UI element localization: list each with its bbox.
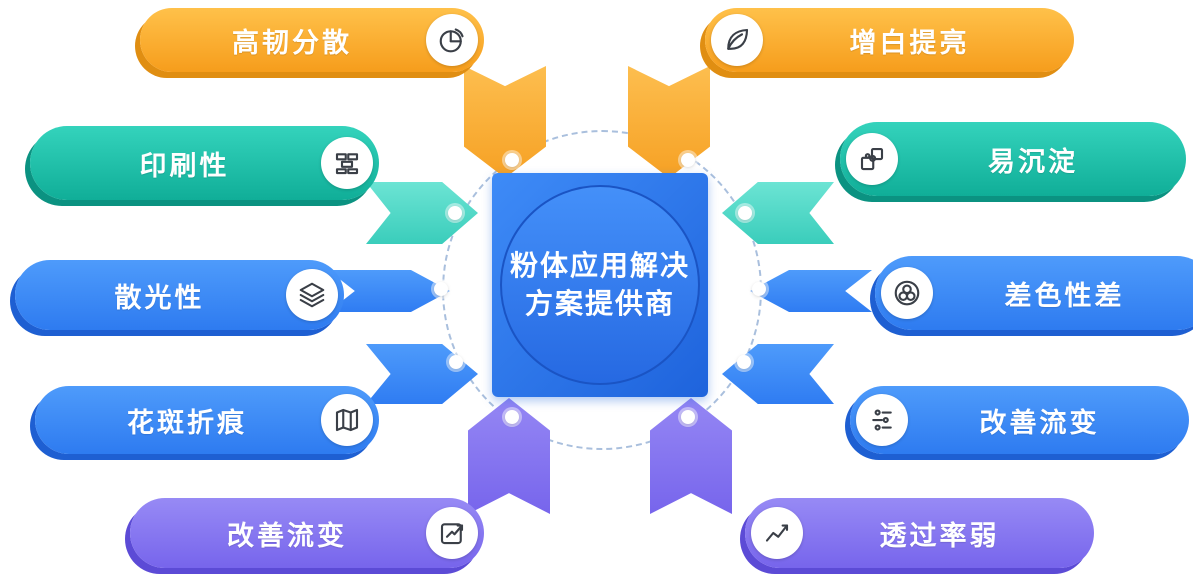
- map-icon: [321, 394, 373, 446]
- node-dot: [752, 282, 766, 296]
- pill-right-gaishan-liubian: 改善流变: [850, 386, 1189, 454]
- trend-pen-icon: [426, 507, 478, 559]
- center-title-line2: 方案提供商: [524, 288, 675, 319]
- pill-label: 增白提亮: [849, 27, 970, 58]
- connector-arrow-mid-right: [750, 270, 872, 312]
- node-dot: [737, 355, 751, 369]
- pill-label: 花斑折痕: [127, 407, 247, 438]
- pill-right-zengbai-tiliang: 增白提亮: [705, 8, 1074, 72]
- pill-label: 改善流变: [227, 520, 347, 551]
- pill-left-huaban-zhehen: 花斑折痕: [35, 386, 379, 454]
- printing-plates-icon: [321, 137, 373, 189]
- pill-label: 散光性: [114, 282, 205, 313]
- node-dot: [738, 206, 752, 220]
- pill-right-chasexingcha: 差色性差: [875, 256, 1193, 330]
- connector-arrow-mid-left: [328, 270, 450, 312]
- node-dot: [505, 410, 519, 424]
- node-dot: [505, 153, 519, 167]
- node-dot: [448, 206, 462, 220]
- pill-right-touguolv-ruo: 透过率弱: [745, 498, 1094, 568]
- pill-left-gaishan-liubian: 改善流变: [130, 498, 484, 568]
- layers-icon: [286, 269, 338, 321]
- trend-line-icon: [751, 507, 803, 559]
- pill-left-yinshuaxing: 印刷性: [30, 126, 379, 200]
- pill-label: 透过率弱: [879, 520, 1000, 551]
- pill-right-yichendian: 易沉淀: [840, 122, 1186, 196]
- node-dot: [681, 410, 695, 424]
- node-dot: [681, 153, 695, 167]
- center-badge: 粉体应用解决 方案提供商: [492, 173, 708, 397]
- pill-label: 差色性差: [1004, 280, 1125, 311]
- leaf-icon: [711, 14, 763, 66]
- pill-left-gaoren-fensan: 高韧分散: [140, 8, 484, 72]
- pill-label: 高韧分散: [232, 27, 352, 58]
- color-circles-icon: [881, 267, 933, 319]
- center-title-line1: 粉体应用解决: [509, 250, 690, 282]
- node-dot: [449, 355, 463, 369]
- center-circle: 粉体应用解决 方案提供商: [500, 185, 700, 385]
- puzzle-icon: [846, 133, 898, 185]
- pill-left-sanguangxing: 散光性: [15, 260, 344, 330]
- flow-sliders-icon: [856, 394, 908, 446]
- pill-label: 印刷性: [139, 150, 230, 181]
- pie-chart-icon: [426, 14, 478, 66]
- pill-label: 易沉淀: [988, 146, 1078, 177]
- pill-label: 改善流变: [979, 407, 1100, 438]
- node-dot: [434, 282, 448, 296]
